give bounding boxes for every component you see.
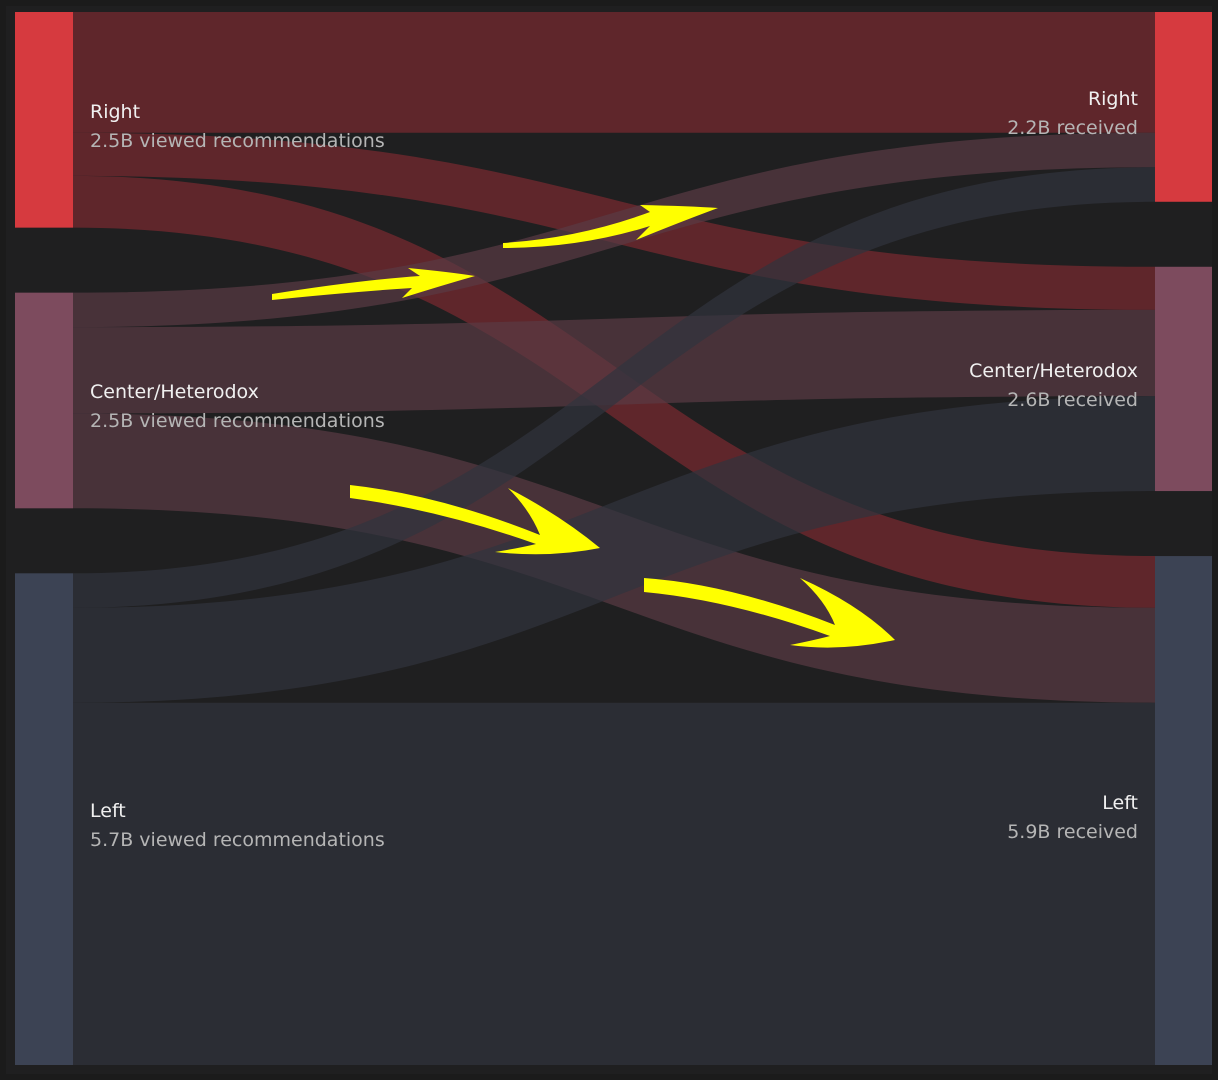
node-name: Center/Heterodox <box>969 359 1138 382</box>
target-node-left[interactable] <box>1155 556 1212 1065</box>
node-value: 2.2B received <box>1007 116 1138 139</box>
source-node-center[interactable] <box>15 292 73 509</box>
links <box>73 12 1155 1065</box>
source-node-left[interactable] <box>15 573 73 1065</box>
source-node-label: Left 5.7B viewed recommendations <box>90 797 385 855</box>
node-name: Right <box>90 100 141 123</box>
arrow-annotation-icon <box>503 205 718 248</box>
node-name: Right <box>1087 87 1138 110</box>
node-value: 2.5B viewed recommendations <box>90 129 385 152</box>
arrow-annotation-icon <box>272 268 475 300</box>
node-name: Left <box>90 800 126 823</box>
annotation-arrows <box>272 205 895 648</box>
source-node-right[interactable] <box>15 12 73 228</box>
link-left-to-right[interactable] <box>73 167 1155 608</box>
source-node-label: Right 2.5B viewed recommendations <box>90 98 385 156</box>
arrow-annotation-icon <box>350 485 600 555</box>
arrow-annotation-icon <box>644 578 895 648</box>
node-value: 5.9B received <box>1007 820 1138 843</box>
target-node-label: Center/Heterodox 2.6B received <box>969 357 1138 415</box>
source-node-label: Center/Heterodox 2.5B viewed recommendati… <box>90 378 385 436</box>
target-node-right[interactable] <box>1155 12 1212 202</box>
target-node-label: Left 5.9B received <box>1007 789 1138 847</box>
link-left-to-left[interactable] <box>73 702 1155 1065</box>
node-name: Center/Heterodox <box>90 381 259 404</box>
link-center-to-center[interactable] <box>73 309 1155 414</box>
node-value: 2.6B received <box>1007 388 1138 411</box>
node-name: Left <box>1102 791 1138 814</box>
node-value: 5.7B viewed recommendations <box>90 829 385 852</box>
target-node-label: Right 2.2B received <box>1007 85 1138 143</box>
nodes <box>15 12 1212 1065</box>
target-node-center[interactable] <box>1155 266 1212 492</box>
link-right-to-right[interactable] <box>73 12 1155 133</box>
node-value: 2.5B viewed recommendations <box>90 410 385 433</box>
link-left-to-center[interactable] <box>73 396 1155 703</box>
